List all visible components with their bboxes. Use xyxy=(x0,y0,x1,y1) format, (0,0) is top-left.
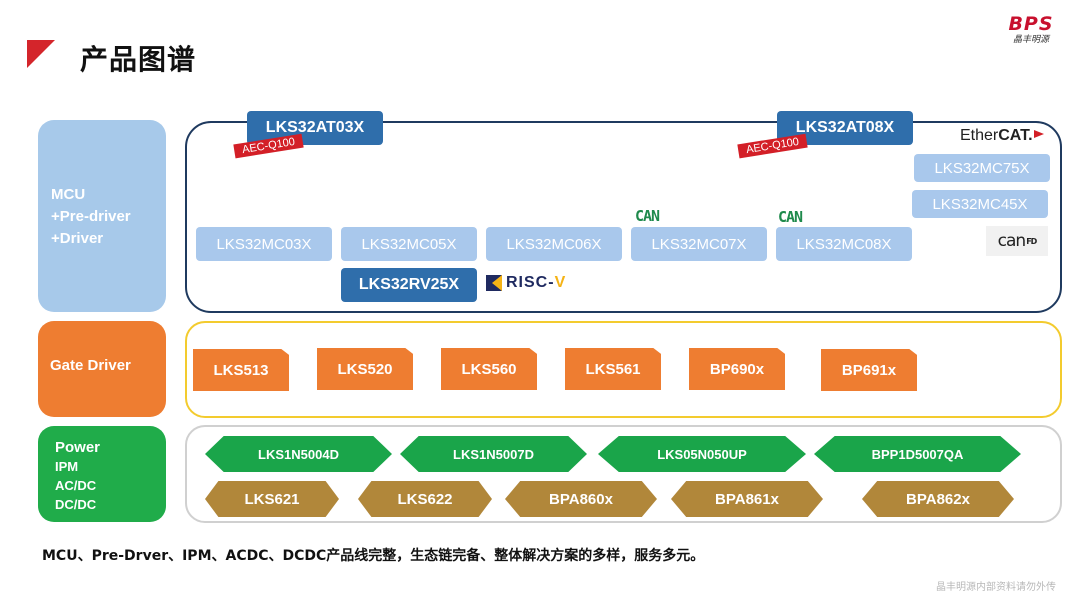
chip-lks32mc06x: LKS32MC06X xyxy=(486,227,622,261)
mcu-product-frame xyxy=(185,121,1062,313)
chip-bpp1d5007qa: BPP1D5007QA xyxy=(814,436,1021,472)
chip-bpa860x: BPA860x xyxy=(505,481,657,517)
category-line: Power xyxy=(55,439,101,456)
ethercat-logo: EtherCAT. xyxy=(960,127,1044,145)
risc-v-mark-icon xyxy=(486,275,502,291)
category-power: Power IPM AC/DC DC/DC xyxy=(38,426,166,522)
risc-v-v-text: V xyxy=(554,274,567,291)
chip-lks520: LKS520 xyxy=(317,348,413,390)
chip-bpa861x: BPA861x xyxy=(671,481,823,517)
chip-lks32rv25x: LKS32RV25X xyxy=(341,268,477,302)
logo-text: BPS xyxy=(1008,13,1054,35)
chip-lks32mc75x: LKS32MC75X xyxy=(914,154,1050,182)
chip-lks05n050up: LKS05N050UP xyxy=(598,436,806,472)
chip-lks32at08x: LKS32AT08X xyxy=(777,111,913,145)
category-line: AC/DC xyxy=(55,478,97,493)
category-line: +Driver xyxy=(51,230,104,247)
chip-lks513: LKS513 xyxy=(193,349,289,391)
page-title: 产品图谱 xyxy=(80,43,197,76)
chip-lks32mc05x: LKS32MC05X xyxy=(341,227,477,261)
category-line: MCU xyxy=(51,186,86,203)
chip-lks621: LKS621 xyxy=(205,481,339,517)
category-mcu: MCU +Pre-driver +Driver xyxy=(38,120,166,312)
ethercat-bold: CAT. xyxy=(998,127,1033,144)
can-fd-sup: FD xyxy=(1026,236,1037,246)
chip-lks32mc45x: LKS32MC45X xyxy=(912,190,1048,218)
category-line: +Pre-driver xyxy=(51,208,131,225)
risc-v-text: RISC- xyxy=(506,274,555,291)
logo-subtext: 晶丰明源 xyxy=(1012,35,1049,45)
can-logo: CAN xyxy=(635,207,660,225)
title-accent-mark xyxy=(27,40,55,68)
category-gate-driver: Gate Driver xyxy=(38,321,166,417)
chip-bp690x: BP690x xyxy=(689,348,785,390)
confidential-watermark: 晶丰明源内部资料请勿外传 xyxy=(936,582,1056,593)
can-fd-main: can xyxy=(997,231,1027,251)
chip-bp691x: BP691x xyxy=(821,349,917,391)
ethercat-arrow-icon xyxy=(1033,130,1044,138)
chip-lks1n5007d: LKS1N5007D xyxy=(400,436,587,472)
can-logo: CAN xyxy=(778,208,803,226)
chip-lks32mc07x: LKS32MC07X xyxy=(631,227,767,261)
chip-lks560: LKS560 xyxy=(441,348,537,390)
category-line: IPM xyxy=(55,459,79,474)
gate-driver-product-frame xyxy=(185,321,1062,418)
chip-bpa862x: BPA862x xyxy=(862,481,1014,517)
category-line: DC/DC xyxy=(55,497,97,512)
chip-lks32mc03x: LKS32MC03X xyxy=(196,227,332,261)
chip-lks561: LKS561 xyxy=(565,348,661,390)
category-line: Gate Driver xyxy=(50,357,131,374)
power-product-frame xyxy=(185,425,1062,523)
risc-v-logo: RISC-V xyxy=(486,274,566,292)
chip-lks32mc08x: LKS32MC08X xyxy=(776,227,912,261)
chip-lks622: LKS622 xyxy=(358,481,492,517)
ethercat-prefix: Ether xyxy=(960,127,999,144)
summary-note: MCU、Pre-Drver、IPM、ACDC、DCDC产品线完整，生态链完备、整… xyxy=(42,548,705,564)
company-logo: BPS 晶丰明源 xyxy=(1000,14,1062,48)
chip-lks1n5004d: LKS1N5004D xyxy=(205,436,392,472)
